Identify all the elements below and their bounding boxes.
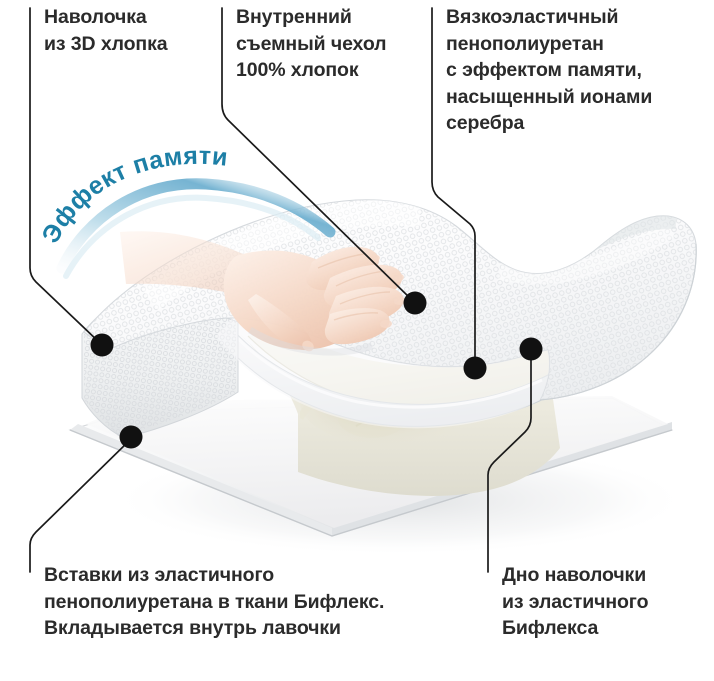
pressing-hand bbox=[120, 231, 406, 356]
callout-dot-inner-cover bbox=[403, 291, 427, 315]
callout-label-inner-cover: Внутренний съемный чехол 100% хлопок bbox=[236, 6, 387, 81]
callout-dot-elastic-inserts bbox=[119, 425, 143, 449]
callout-dots bbox=[90, 291, 543, 449]
callout-dot-bottom bbox=[519, 337, 543, 361]
leader-line-memory-foam bbox=[431, 7, 476, 367]
callout-label-pillowcase-bottom: Дно наволочки из эластичного Бифлекса bbox=[502, 564, 649, 639]
callout-dot-memory-foam bbox=[463, 356, 487, 380]
leader-line-bottom bbox=[487, 350, 532, 573]
leader-line-inner-cover bbox=[221, 7, 414, 302]
callout-label-memory-foam: Вязкоэластичный пенополиуретан с эффекто… bbox=[446, 6, 653, 134]
leader-line-elastic-inserts bbox=[29, 438, 132, 573]
memory-effect-arc bbox=[56, 178, 336, 274]
callout-label-elastic-inserts: Вставки из эластичного пенополиуретана в… bbox=[44, 564, 385, 639]
callout-label-pillowcase: Наволочка из 3D хлопка bbox=[44, 6, 168, 55]
leader-line-pillowcase bbox=[29, 7, 101, 344]
callout-dot-pillowcase bbox=[90, 333, 114, 357]
